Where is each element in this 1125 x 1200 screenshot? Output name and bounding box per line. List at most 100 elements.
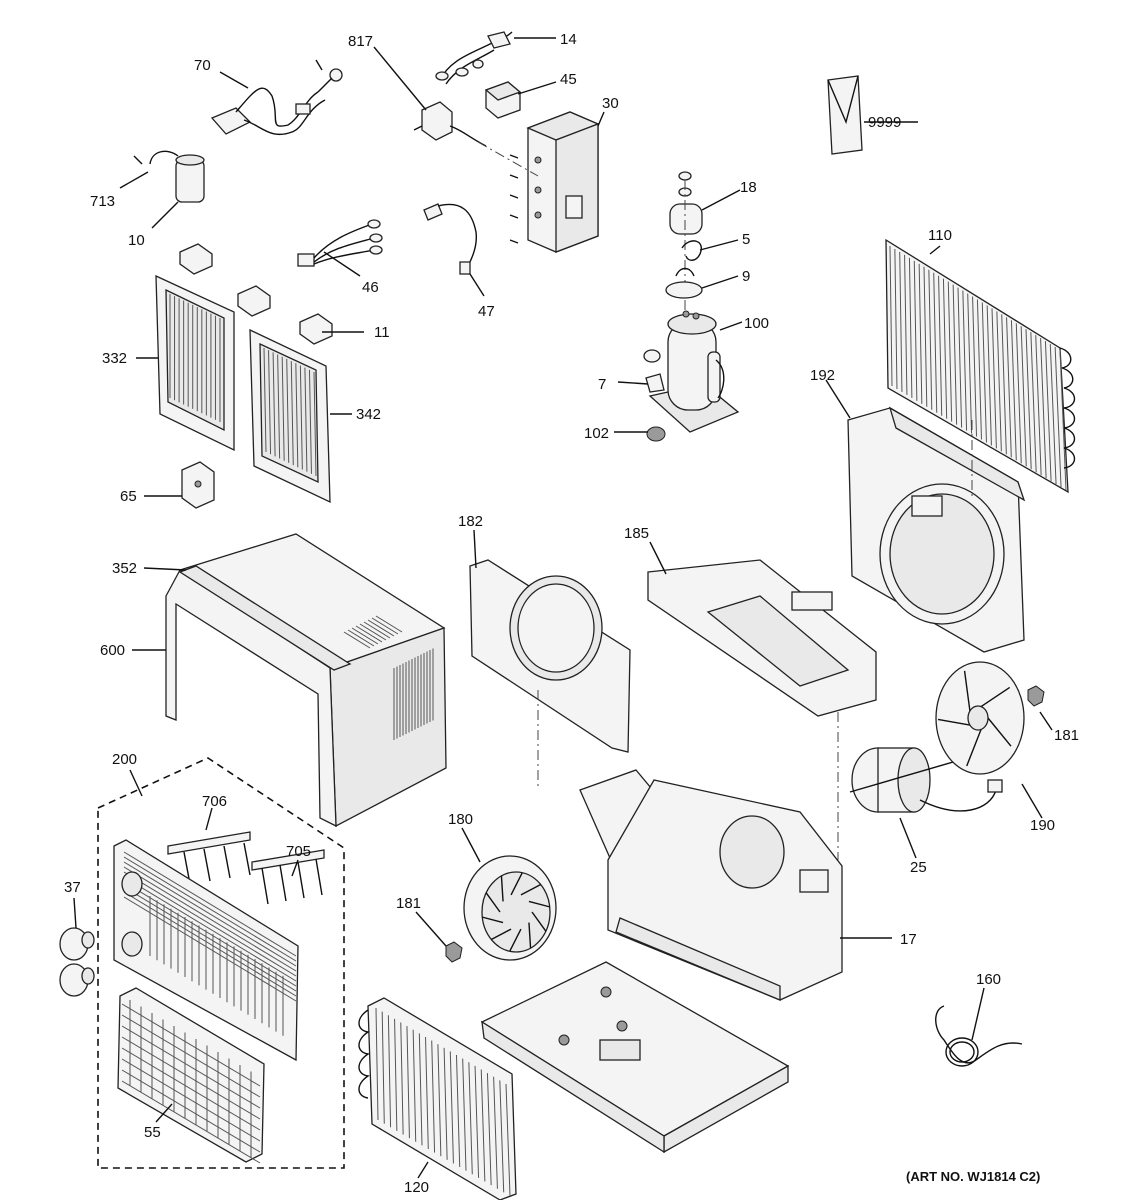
- hatch-stroke: [295, 363, 299, 468]
- hatch-stroke: [482, 916, 504, 924]
- hatch-stroke: [121, 1080, 261, 1164]
- side-curtain-right-part: [249, 328, 331, 504]
- condenser-shroud-part: [847, 406, 1026, 653]
- label-182: 182: [458, 513, 483, 530]
- hatch-stroke: [355, 625, 383, 643]
- hatch-stroke: [297, 861, 305, 899]
- fan-nut-part: [1027, 685, 1045, 707]
- label-160: 160: [976, 971, 1001, 988]
- blower-nut-part: [445, 941, 463, 963]
- wire-harness-46-part: [297, 219, 383, 267]
- label-185: 185: [624, 525, 649, 542]
- hatch-stroke: [121, 1069, 261, 1153]
- hatch-stroke: [963, 670, 971, 712]
- hatch-stroke: [904, 254, 908, 395]
- hatch-stroke: [986, 305, 992, 446]
- hatch-stroke: [947, 281, 953, 422]
- hatch-stroke: [123, 866, 297, 972]
- wire-47-part: [423, 203, 478, 275]
- hatch-stroke: [313, 371, 317, 477]
- hatch-stroke: [123, 881, 297, 987]
- hatch-stroke: [443, 1047, 448, 1160]
- power-cord-part: [210, 59, 343, 136]
- hatch-stroke: [277, 354, 281, 459]
- compressor-part: [648, 310, 740, 433]
- hatch-stroke: [531, 911, 547, 932]
- hatch-stroke: [938, 275, 943, 416]
- hatch-stroke: [425, 1036, 429, 1149]
- label-25: 25: [910, 859, 927, 876]
- label-706: 706: [202, 793, 227, 810]
- blower-wheel-part: [463, 855, 557, 961]
- hatch-stroke: [918, 263, 923, 404]
- label-5: 5: [742, 231, 750, 248]
- hatch-stroke: [1035, 335, 1042, 476]
- hatch-stroke: [299, 365, 303, 470]
- hatch-stroke: [308, 369, 312, 474]
- hatch-stroke: [367, 619, 395, 637]
- hatch-stroke: [290, 361, 294, 466]
- hatch-stroke: [952, 284, 958, 425]
- hatch-stroke: [1025, 329, 1032, 470]
- manual-part: [827, 75, 863, 155]
- label-100: 100: [744, 315, 769, 332]
- hatch-stroke: [510, 872, 523, 896]
- switch-part: [413, 101, 487, 147]
- hatch-stroke: [967, 293, 973, 434]
- hatch-stroke: [485, 892, 501, 913]
- hatch-stroke: [121, 1003, 261, 1087]
- hatch-stroke: [121, 1036, 261, 1120]
- label-55: 55: [144, 1124, 161, 1141]
- label-65: 65: [120, 488, 137, 505]
- hatch-stroke: [480, 1069, 486, 1182]
- hatch-stroke: [962, 290, 968, 431]
- hatch-stroke: [123, 876, 297, 982]
- label-705: 705: [286, 843, 311, 860]
- base-pan-part: [480, 961, 790, 1154]
- hatch-stroke: [468, 1062, 473, 1175]
- hatch-stroke: [375, 1007, 379, 1121]
- label-332: 332: [102, 350, 127, 367]
- hatch-stroke: [123, 861, 297, 967]
- label-11: 11: [374, 324, 390, 341]
- clip-part: [681, 240, 702, 261]
- hatch-stroke: [966, 729, 982, 767]
- hatch-stroke: [412, 1029, 417, 1142]
- label-120: 120: [404, 1179, 429, 1196]
- drain-pan-part: [647, 559, 877, 860]
- hatch-stroke: [991, 308, 997, 449]
- control-box-part: [477, 111, 600, 253]
- hatch-stroke: [243, 842, 251, 876]
- hatch-stroke: [455, 1055, 461, 1168]
- hatch-stroke: [279, 864, 287, 902]
- hatch-stroke: [1006, 317, 1012, 458]
- label-9999: 9999: [868, 114, 901, 131]
- hatch-stroke: [1054, 347, 1062, 488]
- drain-spring-part: [935, 1005, 1023, 1067]
- overload-part: [665, 267, 703, 299]
- hatch-stroke: [462, 1058, 467, 1171]
- hatch-stroke: [375, 615, 403, 633]
- cabinet-part: [165, 533, 447, 828]
- label-192: 192: [810, 367, 835, 384]
- hatch-stroke: [493, 1076, 498, 1189]
- hatch-stroke: [351, 627, 379, 645]
- hatch-stroke: [381, 1011, 385, 1124]
- hatch-stroke: [121, 1047, 261, 1131]
- hatch-stroke: [315, 858, 323, 896]
- hatch-stroke: [121, 1014, 261, 1098]
- hatch-stroke: [347, 629, 375, 647]
- hatch-stroke: [1010, 320, 1017, 461]
- hatch-stroke: [1040, 338, 1047, 479]
- hatch-stroke: [996, 311, 1002, 452]
- hatch-stroke: [203, 848, 211, 882]
- knob-part: [59, 927, 95, 997]
- front-grille-part: [113, 839, 299, 1062]
- hatch-stroke: [1030, 332, 1037, 473]
- hatch-stroke: [474, 1065, 480, 1178]
- label-10: 10: [128, 232, 145, 249]
- label-45: 45: [560, 71, 577, 88]
- capacitor-part: [133, 150, 205, 203]
- hatch-stroke: [1001, 314, 1007, 455]
- label-30: 30: [602, 95, 619, 112]
